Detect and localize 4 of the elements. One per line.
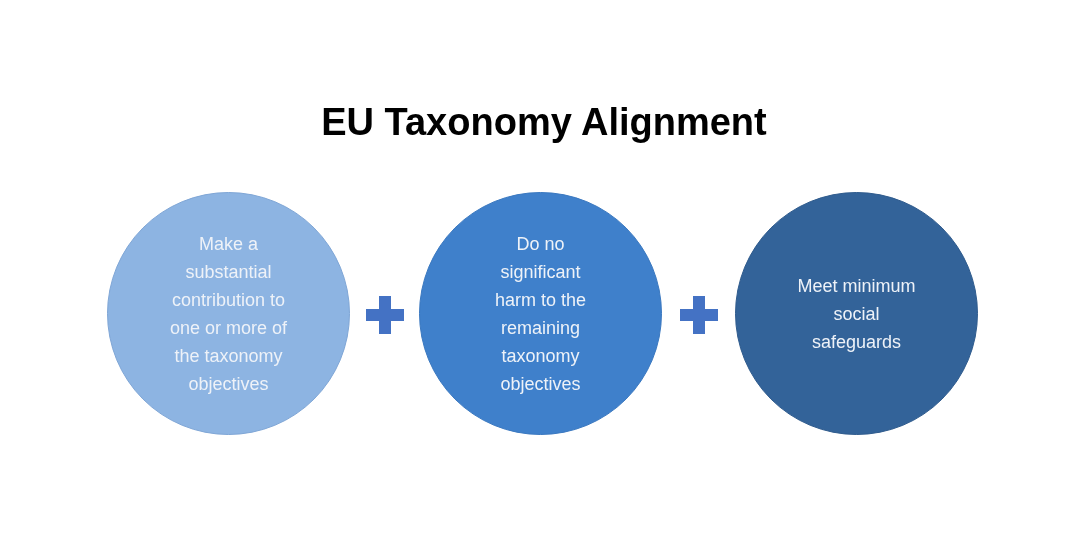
- circle-text: Make a substantial contribution to one or more of the taxonomy objectives: [168, 232, 289, 396]
- diagram-title: EU Taxonomy Alignment: [321, 100, 767, 145]
- circle-text: Meet minimum social safeguards: [796, 274, 917, 354]
- circle-text: Do no significant harm to the remaining taxonomy objectives: [493, 232, 587, 396]
